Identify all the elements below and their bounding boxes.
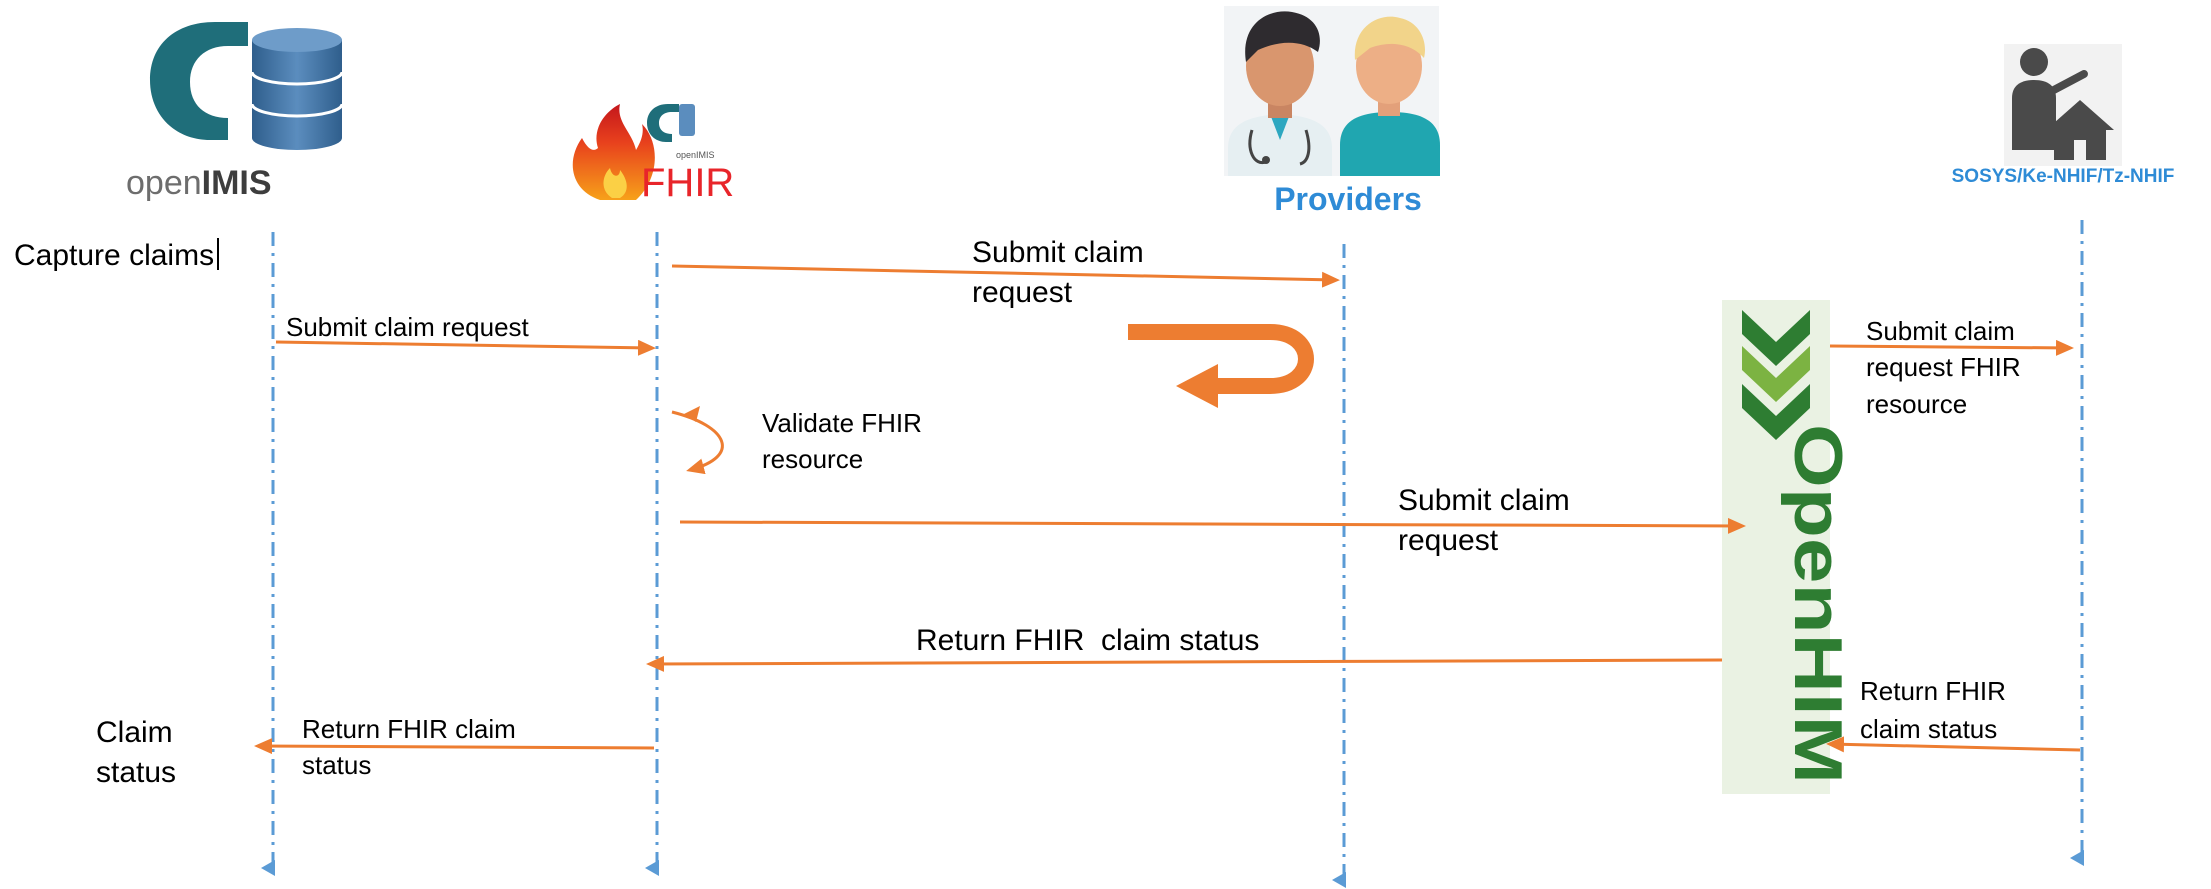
- msg-submit-to-sosys-line1: Submit claim: [1866, 316, 2015, 346]
- arrow-return-from-sosys: [1826, 736, 2081, 753]
- openimis-logo-prefix: open: [126, 164, 202, 202]
- msg-return-from-sosys-line1: Return FHIR: [1860, 676, 2006, 706]
- msg-return-to-openimis-line2: status: [302, 750, 371, 780]
- msg-submit-to-openhim-line1: Submit claim: [1398, 484, 1570, 517]
- openhim-logo: OpenHIM: [1722, 300, 1856, 794]
- openimis-mini-icon: [647, 104, 695, 142]
- arrow-submit-to-sosys: [1829, 339, 2074, 356]
- return-u-turn-icon: [1128, 324, 1314, 408]
- fhir-small-caption: openIMIS: [676, 150, 715, 160]
- svg-text:openIMIS: openIMIS: [126, 164, 272, 202]
- msg-validate-line1: Validate FHIR: [762, 408, 922, 438]
- lifelines: [261, 220, 2084, 888]
- claim-status-label-line2: status: [96, 756, 176, 789]
- msg-submit-to-sosys-line3: resource: [1866, 389, 1967, 419]
- arrow-return-to-openimis: [254, 738, 655, 755]
- fhir-logo: openIMIS FHIR: [572, 104, 734, 205]
- arrow-submit-to-providers: [671, 264, 1340, 288]
- msg-return-from-sosys-line2: claim status: [1860, 714, 1997, 744]
- claim-status-label-line1: Claim: [96, 716, 173, 749]
- msg-submit-to-sosys-line2: request FHIR: [1866, 352, 2021, 382]
- msg-submit-to-providers-line2: request: [972, 276, 1073, 309]
- msg-submit-claim-request: Submit claim request: [286, 312, 530, 342]
- providers-label: Providers: [1274, 181, 1422, 217]
- openimis-logo: openIMIS: [126, 22, 346, 202]
- arrow-return-fhir-status: [646, 655, 1723, 672]
- database-icon: [248, 25, 346, 150]
- arrow-validate-self-loop: [671, 410, 724, 475]
- arrow-validate-start-head: [684, 406, 700, 422]
- providers-icon: [1224, 6, 1440, 176]
- openimis-logo-suffix: IMIS: [202, 164, 272, 202]
- office-manager-icon: [2004, 44, 2122, 166]
- msg-submit-to-providers-line1: Submit claim: [972, 236, 1144, 269]
- arrow-submit-to-openhim: [679, 517, 1746, 534]
- flame-icon: [572, 104, 655, 200]
- arrow-submit-claim-request: [275, 339, 656, 356]
- msg-return-to-openimis-line1: Return FHIR claim: [302, 714, 516, 744]
- openimis-swirl-icon: [150, 22, 248, 140]
- sosys-label: SOSYS/Ke-NHIF/Tz-NHIF: [1952, 166, 2175, 187]
- capture-claims-label: Capture claims: [14, 239, 214, 272]
- openhim-logo-text: OpenHIM: [1780, 424, 1856, 784]
- fhir-logo-text: FHIR: [641, 161, 734, 205]
- msg-validate-line2: resource: [762, 444, 863, 474]
- msg-submit-to-openhim-line2: request: [1398, 524, 1499, 557]
- msg-return-fhir-status: Return FHIR claim status: [916, 624, 1259, 657]
